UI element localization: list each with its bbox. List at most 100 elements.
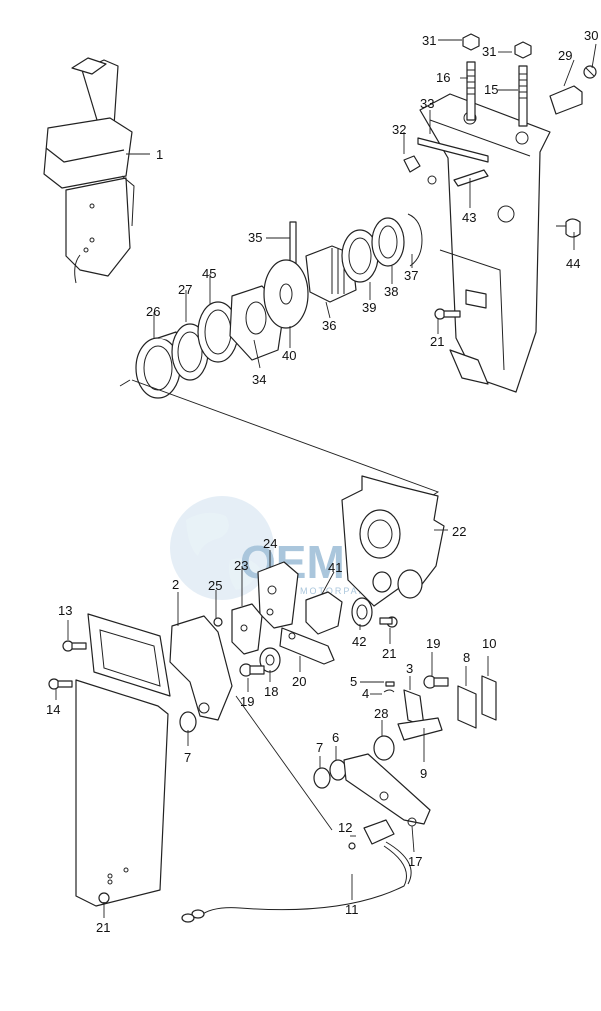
washer-7-left (179, 711, 197, 733)
callout-32: 32 (392, 122, 406, 137)
callout-22: 22 (452, 524, 466, 539)
screw-13 (62, 640, 87, 652)
plate-24 (257, 561, 299, 629)
link-20 (279, 627, 335, 665)
switch-12 (348, 819, 395, 850)
callout-19-right: 19 (426, 636, 440, 651)
callout-7-left: 7 (184, 750, 191, 765)
callout-27: 27 (178, 282, 192, 297)
callout-31-right: 31 (482, 44, 496, 59)
callout-8: 8 (463, 650, 470, 665)
callout-37: 37 (404, 268, 418, 283)
callout-14: 14 (46, 702, 60, 717)
callout-23: 23 (234, 558, 248, 573)
callout-20: 20 (292, 674, 306, 689)
callout-labels: 1 2 3 4 5 6 7 7 8 9 10 11 12 13 14 15 16… (46, 28, 598, 935)
clip-29 (549, 85, 583, 115)
callout-42: 42 (352, 634, 366, 649)
cap-32 (403, 155, 421, 173)
callout-25: 25 (208, 578, 222, 593)
clip-10 (481, 675, 497, 721)
callout-34: 34 (252, 372, 266, 387)
housing-22 (341, 475, 445, 607)
callout-19-left: 19 (240, 694, 254, 709)
section-divider (119, 379, 440, 499)
callout-44: 44 (566, 256, 580, 271)
leader-lines (55, 39, 597, 918)
callout-21-mid: 21 (382, 646, 396, 661)
bolt-15 (514, 41, 532, 127)
callout-24: 24 (263, 536, 277, 551)
callout-9: 9 (420, 766, 427, 781)
callout-15: 15 (484, 82, 498, 97)
pin-43 (453, 169, 489, 187)
screw-14 (48, 678, 73, 690)
bolt-16 (462, 33, 480, 121)
collar-6 (329, 759, 347, 781)
cover-plate (75, 679, 169, 907)
callout-21-top: 21 (430, 334, 444, 349)
callout-18: 18 (264, 684, 278, 699)
callout-43: 43 (462, 210, 476, 225)
callout-29: 29 (558, 48, 572, 63)
screw-25 (213, 617, 223, 627)
callout-21-bottom: 21 (96, 920, 110, 935)
pin-5 (385, 681, 395, 687)
plate-23 (231, 603, 263, 655)
roller-28 (373, 735, 395, 761)
screw-21-bottom (98, 892, 110, 904)
cable-11 (181, 841, 412, 923)
arm-17 (343, 753, 431, 827)
callout-26: 26 (146, 304, 160, 319)
callout-38: 38 (384, 284, 398, 299)
callout-45: 45 (202, 266, 216, 281)
callout-6: 6 (332, 730, 339, 745)
callout-36: 36 (322, 318, 336, 333)
callout-1: 1 (156, 147, 163, 162)
callout-10: 10 (482, 636, 496, 651)
spring-pin-35 (289, 221, 297, 265)
callout-40: 40 (282, 348, 296, 363)
ring-45 (197, 301, 239, 363)
callout-5: 5 (350, 674, 357, 689)
screw-21-mid (379, 616, 398, 628)
callout-13: 13 (58, 603, 72, 618)
snap-ring-37 (407, 213, 423, 267)
callout-31-left: 31 (422, 33, 436, 48)
bracket-2 (169, 615, 233, 721)
lever-9 (397, 717, 443, 741)
lever-41 (305, 591, 343, 635)
callout-11: 11 (345, 902, 359, 917)
callout-17: 17 (408, 854, 422, 869)
disc-40 (263, 259, 309, 329)
screw-19-right (423, 675, 449, 689)
screw-19-left (239, 663, 265, 677)
screw-21-top (434, 308, 461, 320)
grommet-44 (565, 218, 581, 238)
remote-control-box (43, 57, 135, 284)
callout-30: 30 (584, 28, 598, 43)
callout-7-right: 7 (316, 740, 323, 755)
housing-bracket (419, 93, 574, 393)
clip-4 (383, 689, 395, 693)
washer-38 (371, 217, 405, 267)
callout-4: 4 (362, 686, 369, 701)
callout-16: 16 (436, 70, 450, 85)
cover-gasket (87, 613, 171, 697)
pin-33 (417, 137, 489, 163)
callout-39: 39 (362, 300, 376, 315)
bushing-42 (351, 597, 373, 627)
callout-28: 28 (374, 706, 388, 721)
washer-18 (259, 647, 281, 673)
washer-7-right (313, 767, 331, 789)
callout-3: 3 (406, 661, 413, 676)
bracket-8 (457, 685, 477, 729)
callout-35: 35 (248, 230, 262, 245)
screw-30 (583, 65, 597, 79)
callout-41: 41 (328, 560, 342, 575)
bearing-26 (135, 331, 181, 399)
callout-12: 12 (338, 820, 352, 835)
callout-2: 2 (172, 577, 179, 592)
watermark-subtitle: MOTORPARTS (300, 586, 383, 596)
